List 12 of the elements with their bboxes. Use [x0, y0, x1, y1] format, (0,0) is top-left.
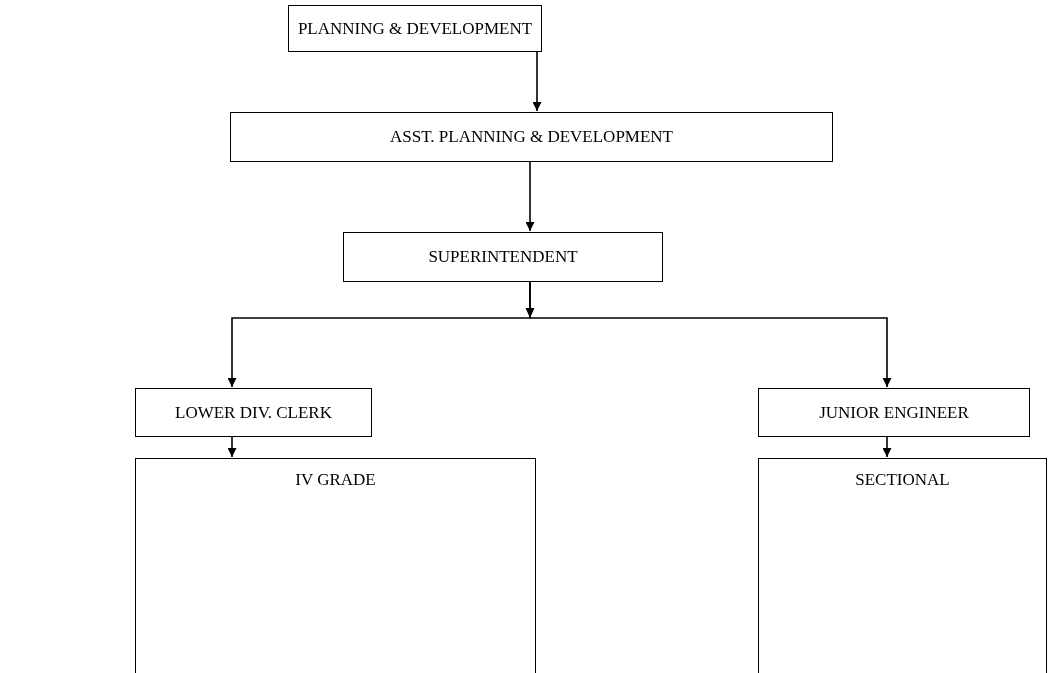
arrow — [525, 161, 535, 232]
org-box: SUPERINTENDENT — [343, 232, 663, 282]
org-box: PLANNING & DEVELOPMENT — [288, 5, 542, 52]
org-box: ASST. PLANNING & DEVELOPMENT — [230, 112, 833, 162]
org-box: LOWER DIV. CLERK — [135, 388, 372, 437]
arrow — [529, 281, 892, 388]
arrow — [227, 436, 237, 458]
arrow — [882, 436, 892, 458]
org-box: IV GRADE — [135, 458, 536, 673]
org-box: SECTIONAL — [758, 458, 1047, 673]
arrow — [532, 51, 542, 112]
org-box: JUNIOR ENGINEER — [758, 388, 1030, 437]
